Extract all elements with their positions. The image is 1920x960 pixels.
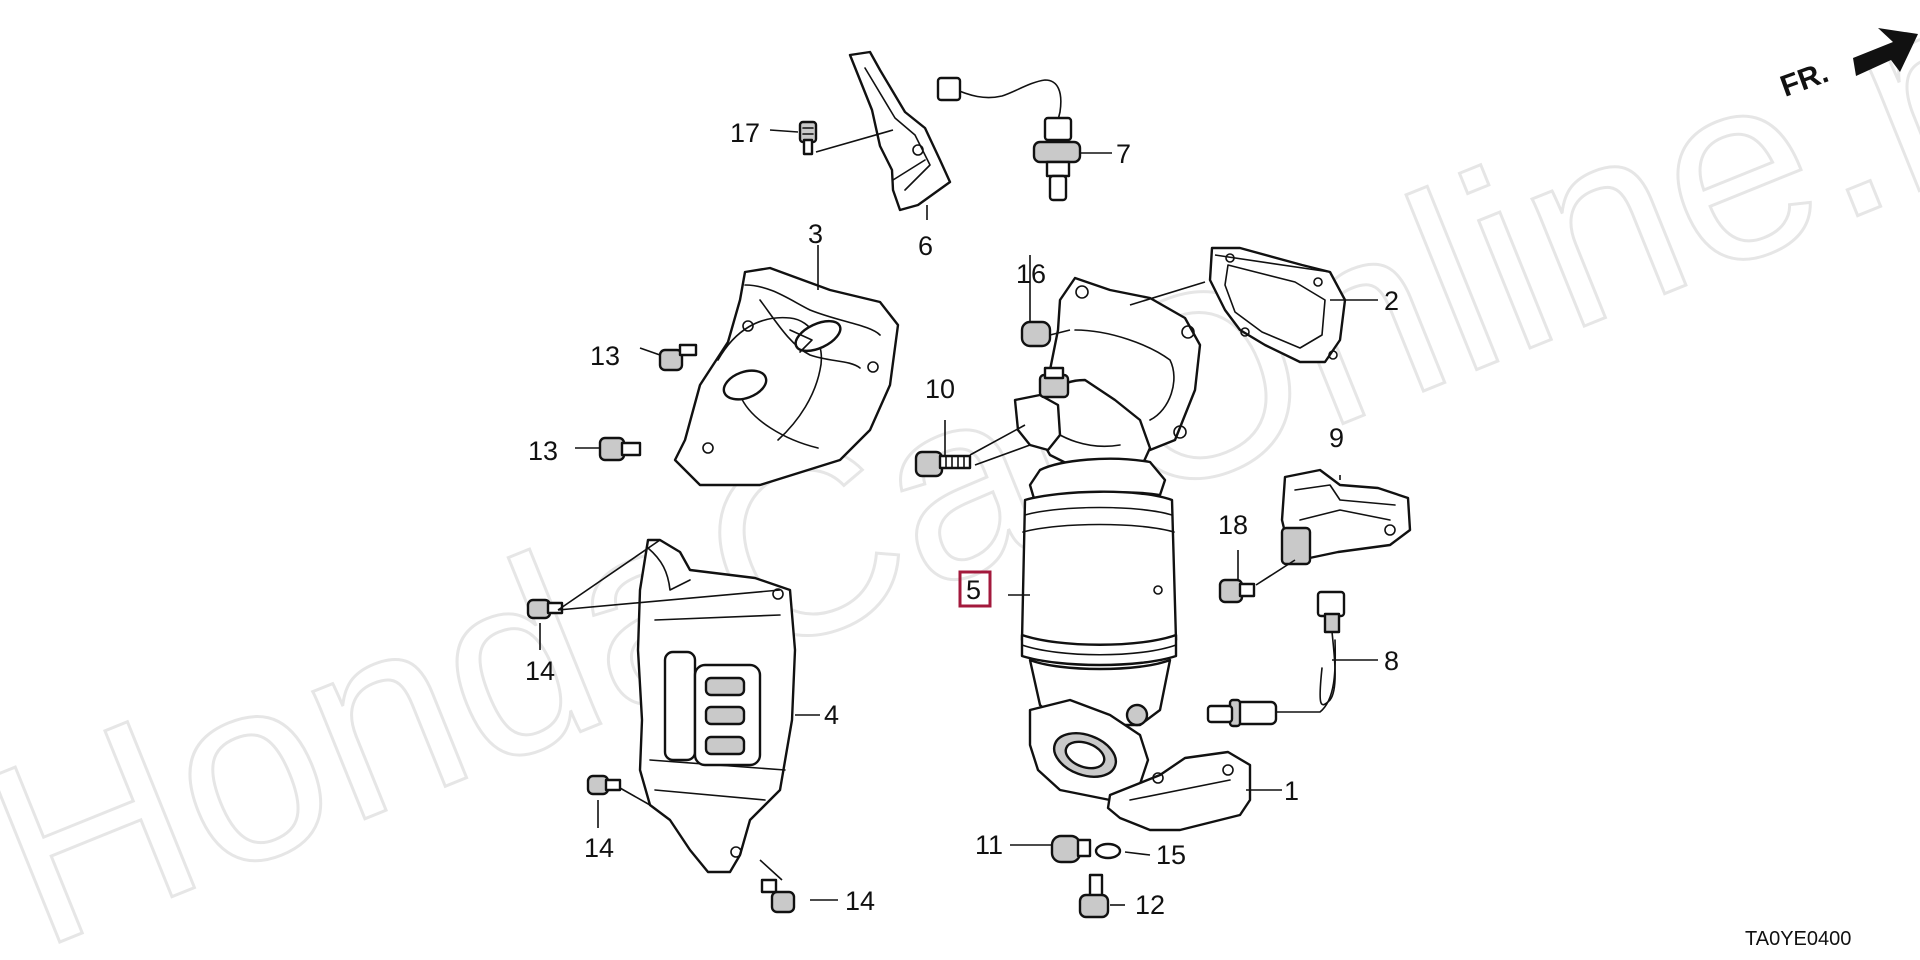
part-12-bolt[interactable] (1078, 873, 1110, 919)
part-9-bracket[interactable] (1280, 468, 1412, 566)
callout-6[interactable]: 6 (918, 231, 933, 261)
callout-10[interactable]: 10 (925, 374, 955, 404)
callout-9[interactable]: 9 (1329, 423, 1344, 453)
callout-12[interactable]: 12 (1135, 890, 1165, 920)
part-10-bolt[interactable] (914, 450, 972, 478)
part-1-lower-bracket[interactable] (1106, 750, 1252, 832)
part-5-catalytic-converter[interactable] (1013, 276, 1202, 802)
callout-1[interactable]: 1 (1284, 776, 1299, 806)
part-14-bolt-b[interactable] (586, 774, 622, 796)
callout-11[interactable]: 11 (975, 830, 1003, 860)
callout-14-a[interactable]: 14 (525, 656, 555, 686)
callout-18[interactable]: 18 (1218, 510, 1248, 540)
callout-13-upper[interactable]: 13 (590, 341, 620, 371)
callout-2[interactable]: 2 (1384, 286, 1399, 316)
leader-lines (539, 129, 1378, 906)
callout-14-b[interactable]: 14 (584, 833, 614, 863)
part-8-oxygen-sensor[interactable] (1206, 590, 1346, 728)
part-4-lower-heat-shield[interactable] (636, 538, 797, 874)
part-13-bolt-lower[interactable] (598, 436, 642, 462)
part-14-bolt-a[interactable] (526, 598, 564, 620)
callouts: 1 2 3 4 5 6 7 8 9 10 11 12 13 13 14 14 1… (525, 118, 1399, 920)
callout-3[interactable]: 3 (808, 219, 823, 249)
part-18-bolt[interactable] (1218, 578, 1256, 604)
callout-17[interactable]: 17 (730, 118, 760, 148)
callout-16[interactable]: 16 (1016, 259, 1046, 289)
part-11-nut[interactable] (1050, 834, 1092, 864)
part-16-nut[interactable] (1020, 320, 1052, 348)
part-3-upper-heat-shield[interactable] (673, 266, 900, 487)
part-14-bolt-c[interactable] (760, 878, 796, 914)
callout-13-lower[interactable]: 13 (528, 436, 558, 466)
part-13-bolt-upper[interactable] (658, 343, 698, 372)
callout-5-highlight-box (958, 570, 992, 608)
callout-5[interactable]: 5 (966, 575, 981, 605)
callout-8[interactable]: 8 (1384, 646, 1399, 676)
callout-7[interactable]: 7 (1116, 139, 1131, 169)
diagram-code: TA0YE0400 (1745, 928, 1851, 950)
part-15-gasket-ring[interactable] (1094, 842, 1122, 860)
part-7-oxygen-sensor[interactable] (936, 76, 1082, 202)
part-2-gasket[interactable] (1208, 246, 1347, 364)
callout-4[interactable]: 4 (824, 700, 839, 730)
callout-15[interactable]: 15 (1156, 840, 1186, 870)
callout-14-c[interactable]: 14 (845, 886, 875, 916)
part-6-bracket[interactable] (848, 50, 952, 212)
part-17-bolt[interactable] (798, 120, 818, 156)
